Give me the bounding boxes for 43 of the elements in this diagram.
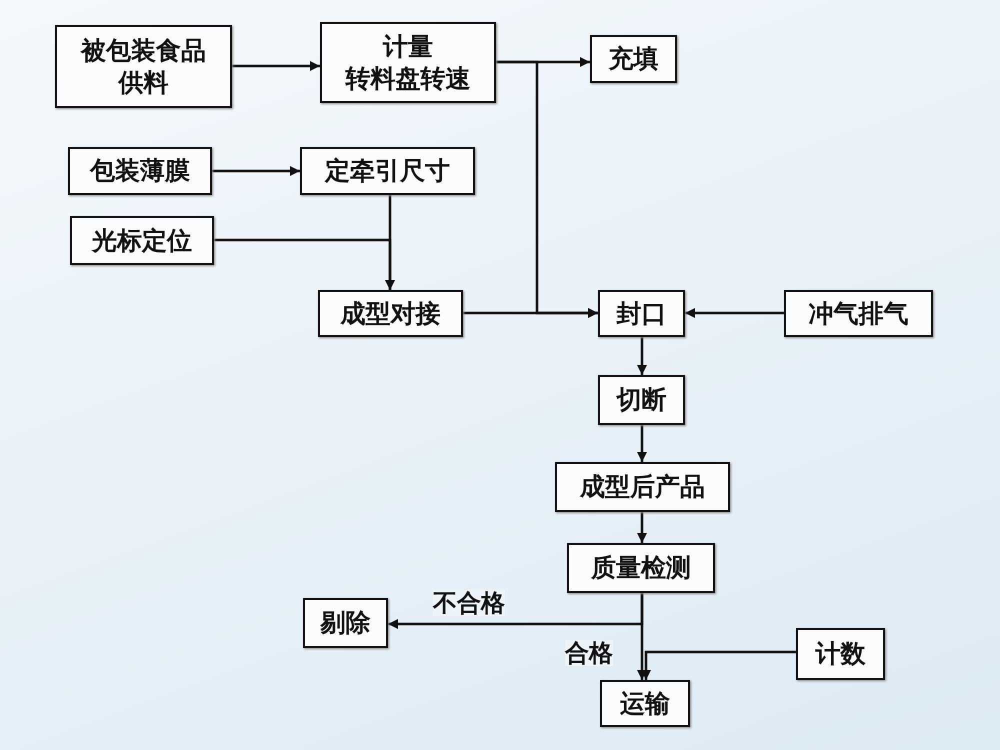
process-box: [598, 290, 685, 337]
process-box: [796, 628, 885, 680]
process-box: [555, 462, 730, 512]
node-text: 质量检测: [591, 552, 691, 584]
process-box: [600, 680, 690, 727]
arrow: [685, 308, 784, 318]
process-box: [320, 22, 496, 103]
node-text: 被包装食品供料: [79, 35, 207, 98]
node-text: 定牵引尺寸: [325, 155, 450, 187]
process-box: [567, 543, 715, 593]
arrow: [637, 425, 647, 462]
arrow: [232, 61, 320, 71]
arrow: [212, 166, 300, 176]
arrow: [641, 650, 796, 680]
node-text: 转料盘转速: [346, 62, 470, 94]
arrow: [637, 337, 647, 375]
process-box: [590, 35, 677, 83]
process-box: [68, 147, 212, 195]
edge-label: 不合格: [433, 590, 505, 616]
node-text: 切断: [616, 384, 666, 416]
node-text: 运输: [620, 688, 670, 720]
node-text: 计数: [816, 638, 866, 670]
edge-label: 合格: [565, 640, 613, 666]
node-text: 包装薄膜: [90, 155, 190, 187]
node-text: 冲气排气: [808, 298, 908, 330]
process-box: [300, 147, 475, 195]
process-box: [784, 290, 933, 337]
node-text: 成型后产品: [580, 471, 705, 503]
arrow: [214, 238, 395, 290]
process-box: [303, 598, 388, 648]
node-text: 充填: [608, 43, 658, 75]
arrow: [463, 308, 598, 318]
arrow: [637, 512, 647, 543]
process-box: [318, 290, 463, 337]
node-text: 光标定位: [92, 224, 192, 256]
arrow: [637, 593, 647, 680]
node-text: 封口: [616, 298, 666, 330]
node-text: 剔除: [320, 607, 370, 639]
process-box: [55, 25, 232, 108]
process-box: [70, 216, 214, 265]
process-box: [598, 375, 685, 425]
node-text: 成型对接: [340, 298, 440, 330]
node-text: 计量: [383, 31, 433, 62]
